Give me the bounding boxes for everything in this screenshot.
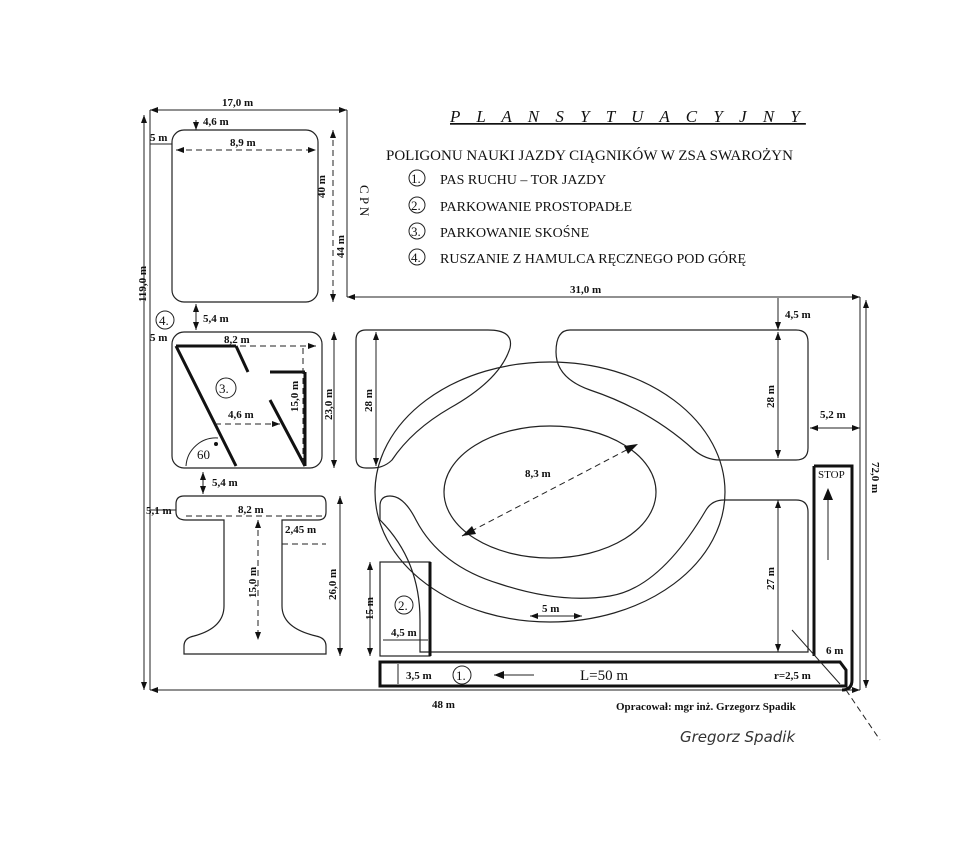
legend-text-1: PAS RUCHU – TOR JAZDY	[440, 173, 606, 188]
dim-4-5-right: 4,5 m	[785, 309, 811, 321]
legend-text-3: PARKOWANIE SKOŚNE	[440, 224, 589, 241]
dim-31: 31,0 m	[570, 284, 601, 296]
dim-2-45: 2,45 m	[285, 524, 316, 536]
legend-text-2: PARKOWANIE PROSTOPADŁE	[440, 200, 632, 215]
legend: 1. PAS RUCHU – TOR JAZDY 2. PARKOWANIE P…	[408, 169, 746, 267]
dim-5-4-lower: 5,4 m	[212, 477, 238, 489]
marker-1	[452, 665, 472, 685]
marker-4-label: 4.	[159, 313, 169, 328]
legend-num-2: 2.	[411, 198, 421, 213]
plan-subtitle: POLIGONU NAUKI JAZDY CIĄGNIKÓW W ZSA SWA…	[386, 147, 793, 164]
legend-num-3: 3.	[411, 224, 421, 239]
dim-8-2-upper: 8,2 m	[224, 334, 250, 346]
legend-marker-1	[408, 169, 426, 187]
dim-44: 44 m	[335, 235, 347, 258]
dim-15-upper: 15,0 m	[289, 381, 301, 412]
angle-60: 60	[197, 447, 210, 462]
dim-5-lower: 5 m	[542, 603, 559, 615]
dim-6: 6 m	[826, 645, 843, 657]
dim-5-top: 5 m	[150, 132, 167, 144]
dim-4-6-top: 4,6 m	[203, 116, 229, 128]
lane-length: L=50 m	[580, 668, 628, 684]
legend-text-4: RUSZANIE Z HAMULCA RĘCZNEGO POD GÓRĘ	[440, 250, 746, 267]
perpendicular-parking: 15 m 2. 4,5 m	[364, 561, 432, 657]
roundabout-area: 8,3 m 28 m 4,5 m 28 m 5,2 m 27 m 5 m	[355, 298, 860, 653]
cpn-label: C P N	[357, 185, 372, 217]
dim-4-5-parking: 4,5 m	[391, 627, 417, 639]
legend-marker-2	[408, 196, 426, 214]
dim-23: 23,0 m	[323, 389, 335, 420]
legend-marker-3	[408, 222, 426, 240]
legend-marker-4	[408, 248, 426, 266]
marker-2	[394, 595, 414, 615]
dim-5-1: 5,1 m	[146, 505, 172, 517]
driving-lane: STOP 3,5 m 1. L=50 m r=2,5 m 6 m	[378, 464, 881, 741]
dim-72: 72,0 m	[869, 462, 881, 493]
dim-26: 26,0 m	[327, 569, 339, 600]
dim-8-3: 8,3 m	[525, 468, 551, 480]
oblique-parking: 8,2 m 4,6 m 15,0 m 3. 60 23,0 m	[171, 331, 337, 469]
dim-4-6-mid: 4,6 m	[228, 409, 254, 421]
dim-28-left: 28 m	[363, 389, 375, 412]
marker-4	[155, 310, 175, 330]
dim-8-9: 8,9 m	[230, 137, 256, 149]
marker-1-label: 1.	[456, 668, 466, 683]
dim-8-2-lower: 8,2 m	[238, 504, 264, 516]
radius-2-5: r=2,5 m	[774, 670, 811, 682]
dim-119: 119,0 m	[137, 266, 149, 302]
author-credit: Opracował: mgr inż. Grzegorz Spadik	[616, 701, 797, 713]
dim-5-4-upper: 5,4 m	[203, 313, 229, 325]
dim-15-parking: 15 m	[364, 597, 376, 620]
dim-27: 27 m	[765, 567, 777, 590]
plan-title: P L A N S Y T U A C Y J N Y	[449, 107, 806, 126]
legend-num-4: 4.	[411, 250, 421, 265]
marker-3-label: 3.	[219, 381, 229, 396]
marker-2-label: 2.	[398, 598, 408, 613]
dim-5-2: 5,2 m	[820, 409, 846, 421]
signature: Gregorz Spadik	[680, 728, 796, 746]
dim-48: 48 m	[432, 699, 455, 711]
outer-dimensions: 17,0 m 119,0 m 31,0 m 72,0 m 48 m	[137, 97, 881, 711]
top-left-plot: 4,6 m 5 m 8,9 m 40 m 44 m	[150, 116, 347, 303]
dim-3-5: 3,5 m	[406, 670, 432, 682]
marker-3	[215, 377, 237, 399]
dim-15-lower: 15,0 m	[247, 567, 259, 598]
hill-block: 5,1 m 8,2 m 2,45 m 15,0 m 26,0 m	[146, 495, 343, 656]
dim-28-right: 28 m	[765, 385, 777, 408]
dim-5-mid: 5 m	[150, 332, 167, 344]
legend-num-1: 1.	[411, 171, 421, 186]
stop-sign: STOP	[818, 469, 845, 481]
dim-17: 17,0 m	[222, 97, 253, 109]
dim-40: 40 m	[316, 175, 328, 198]
